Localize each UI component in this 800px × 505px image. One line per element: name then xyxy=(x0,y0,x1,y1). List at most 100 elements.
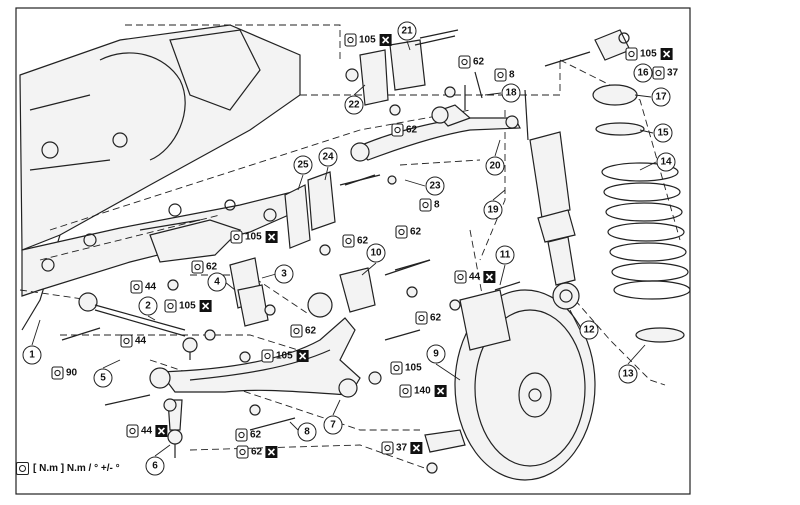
callout-number: 16 xyxy=(637,68,649,79)
callout-circle xyxy=(293,155,313,175)
callout-12: 12 xyxy=(579,320,599,340)
callout-number: 2 xyxy=(145,301,151,312)
torque-wrench-icon xyxy=(16,462,29,475)
replace-part-icon-x xyxy=(437,387,445,395)
callout-1: 1 xyxy=(22,345,42,365)
torque-value: 62 xyxy=(305,326,317,337)
torque-wrench-icon xyxy=(399,384,412,398)
legend-text: [ N.m ] N.m / ° +/- ° xyxy=(33,463,120,474)
torque-wrench-icon xyxy=(395,225,408,239)
torque-value-90: 90 xyxy=(51,366,78,380)
callout-6: 6 xyxy=(145,456,165,476)
torque-value-37: 37 xyxy=(381,441,423,455)
torque-wrench-icon-ring xyxy=(123,337,130,345)
torque-value: 105 xyxy=(276,351,293,362)
torque-wrench-icon-ring xyxy=(238,431,245,439)
callout-circle xyxy=(579,320,599,340)
torque-value: 105 xyxy=(405,363,422,374)
torque-wrench-icon-ring xyxy=(347,36,354,44)
torque-value-62: 62 xyxy=(342,234,369,248)
callout-number: 1 xyxy=(29,350,35,361)
replace-part-icon-x xyxy=(663,50,671,58)
torque-value-105: 105 xyxy=(261,349,309,363)
callout-24: 24 xyxy=(318,147,338,167)
torque-value-105: 105 xyxy=(625,47,673,61)
torque-value-8: 8 xyxy=(494,68,515,82)
torque-value: 62 xyxy=(473,57,485,68)
stabilizer-link-drawing xyxy=(163,398,183,458)
callout-number: 23 xyxy=(429,181,441,192)
callout-15: 15 xyxy=(653,123,673,143)
torque-value-8: 8 xyxy=(419,198,440,212)
torque-wrench-icon-ring xyxy=(293,327,300,335)
torque-value-44: 44 xyxy=(120,334,147,348)
torque-wrench-icon-ring xyxy=(54,369,61,377)
callout-number: 19 xyxy=(487,205,499,216)
torque-value-105: 105 xyxy=(164,299,212,313)
torque-value-44: 44 xyxy=(126,424,168,438)
replace-part-icon-x xyxy=(157,427,165,435)
callout-number: 10 xyxy=(370,248,382,259)
torque-wrench-icon xyxy=(390,361,403,375)
torque-wrench-icon xyxy=(454,270,467,284)
callout-4: 4 xyxy=(207,272,227,292)
callout-5: 5 xyxy=(93,368,113,388)
replace-part-icon-x xyxy=(485,273,493,281)
torque-wrench-icon-ring xyxy=(233,233,240,241)
torque-wrench-icon-ring xyxy=(345,237,352,245)
torque-value-105: 105 xyxy=(390,361,422,375)
torque-value: 105 xyxy=(359,35,376,46)
callout-number: 15 xyxy=(657,128,669,139)
callout-number: 7 xyxy=(330,420,336,431)
torque-value: 8 xyxy=(509,70,515,81)
callout-22: 22 xyxy=(344,95,364,115)
torque-wrench-icon-ring xyxy=(461,58,468,66)
torque-wrench-icon xyxy=(51,366,64,380)
torque-wrench-icon-ring xyxy=(129,427,136,435)
callout-2: 2 xyxy=(138,296,158,316)
callout-circle xyxy=(425,176,445,196)
torque-value-37: 37 xyxy=(652,66,679,80)
torque-wrench-icon-ring xyxy=(393,364,400,372)
callout-number: 4 xyxy=(214,277,220,288)
torque-value-62: 62 xyxy=(391,123,418,137)
torque-value-62: 62 xyxy=(191,260,218,274)
torque-wrench-icon xyxy=(625,47,638,61)
torque-wrench-icon xyxy=(235,428,248,442)
torque-value: 62 xyxy=(251,447,263,458)
torque-value: 37 xyxy=(396,443,408,454)
torque-wrench-icon-ring xyxy=(398,228,405,236)
torque-value-62: 62 xyxy=(235,428,262,442)
callout-number: 6 xyxy=(152,461,158,472)
torque-value: 140 xyxy=(414,386,431,397)
callout-number: 5 xyxy=(100,373,106,384)
callout-circle xyxy=(618,364,638,384)
callout-number: 18 xyxy=(505,88,517,99)
lower-control-arm-drawing xyxy=(149,292,361,416)
callout-number: 21 xyxy=(401,26,413,37)
callout-13: 13 xyxy=(618,364,638,384)
torque-wrench-icon xyxy=(419,198,432,212)
torque-wrench-icon xyxy=(458,55,471,69)
callout-circle xyxy=(651,87,671,107)
torque-value: 62 xyxy=(430,313,442,324)
torque-wrench-icon xyxy=(236,445,249,459)
torque-wrench-icon xyxy=(230,230,243,244)
subframe-drawing xyxy=(19,24,301,331)
callout-17: 17 xyxy=(651,87,671,107)
torque-wrench-icon-ring xyxy=(239,448,246,456)
replace-part-icon-x xyxy=(268,233,276,241)
callout-circle xyxy=(483,200,503,220)
callout-circle xyxy=(344,95,364,115)
link-brackets-drawing xyxy=(229,257,269,327)
callout-number: 20 xyxy=(489,161,501,172)
torque-value: 90 xyxy=(66,368,78,379)
torque-wrench-icon-ring xyxy=(497,71,504,79)
torque-value: 62 xyxy=(357,236,369,247)
torque-value-62: 62 xyxy=(236,445,278,459)
torque-value: 44 xyxy=(141,426,153,437)
callout-25: 25 xyxy=(293,155,313,175)
callout-number: 14 xyxy=(660,157,672,168)
callout-circle xyxy=(207,272,227,292)
